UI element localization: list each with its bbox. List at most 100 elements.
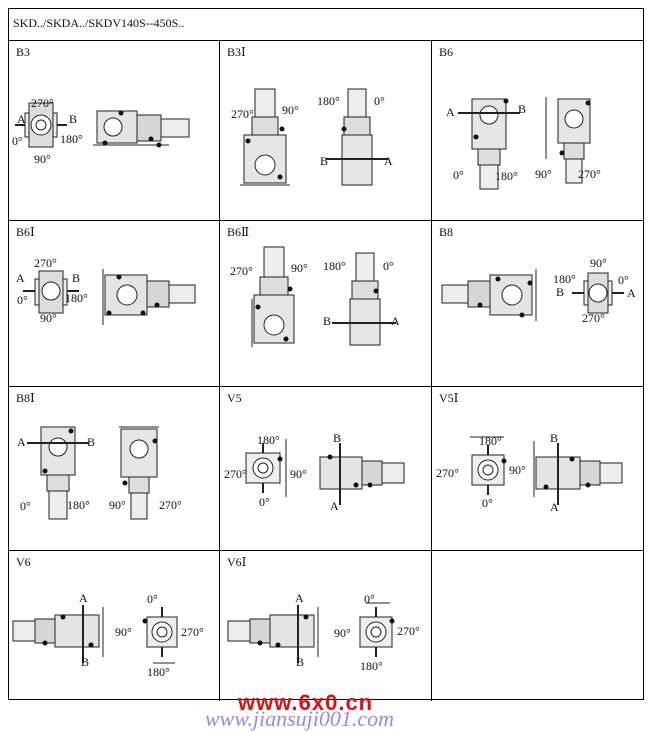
b6-ii-drawing xyxy=(251,246,396,347)
shaft-b-label: B xyxy=(296,655,305,669)
angle-0: 0° xyxy=(20,499,31,513)
angle-180: 180° xyxy=(553,272,576,286)
cell-b6-ii: B6Ⅱ 270° 90° 180° 0° B A xyxy=(220,221,432,387)
angle-180: 180° xyxy=(479,434,502,448)
cell-label: V5 xyxy=(227,391,242,405)
cell-label: B8 xyxy=(439,225,454,239)
v6-i-drawing xyxy=(227,602,395,663)
angle-180: 180° xyxy=(67,498,90,512)
angle-180: 180° xyxy=(495,169,518,183)
angle-180: 180° xyxy=(60,132,83,146)
shaft-a-label: A xyxy=(550,500,559,514)
angle-180: 180° xyxy=(323,259,346,273)
angle-180: 180° xyxy=(360,659,383,673)
b8-i-drawing xyxy=(27,426,159,520)
cell-label: B6Ⅰ xyxy=(16,225,35,239)
angle-0: 0° xyxy=(12,134,23,148)
angle-270: 270° xyxy=(34,256,57,270)
v5-drawing xyxy=(245,439,405,505)
angle-180: 180° xyxy=(317,94,340,108)
angle-90: 90° xyxy=(115,625,132,639)
angle-90: 90° xyxy=(509,463,526,477)
angle-270: 270° xyxy=(230,264,253,278)
shaft-a-label: A xyxy=(16,271,25,285)
angle-0: 0° xyxy=(383,259,394,273)
angle-0: 0° xyxy=(364,592,375,606)
cell-label: B6 xyxy=(439,45,454,59)
shaft-a-label: A xyxy=(391,314,400,328)
shaft-b-label: B xyxy=(69,112,78,126)
shaft-b-label: B xyxy=(72,271,81,285)
cell-b8-i: B8Ⅰ A B 0° 180° 90° 270° xyxy=(9,387,220,551)
angle-0: 0° xyxy=(453,168,464,182)
cell-b3: B3 270° A B 0° 180° 90° xyxy=(9,41,220,221)
angle-270: 270° xyxy=(582,311,605,325)
cell-label: B3Ⅰ xyxy=(227,45,246,59)
shaft-a-label: A xyxy=(627,286,636,300)
cell-label: B3 xyxy=(16,45,31,59)
shaft-a-label: A xyxy=(330,499,339,513)
angle-90: 90° xyxy=(535,167,552,181)
mounting-position-grid: B3 270° A B 0° 180° 90° B3Ⅰ xyxy=(8,40,644,701)
angle-0: 0° xyxy=(482,496,493,510)
angle-270: 270° xyxy=(31,96,54,110)
b6-i-drawing xyxy=(23,269,196,325)
angle-270: 270° xyxy=(436,466,459,480)
angle-90: 90° xyxy=(109,498,126,512)
cell-v5: V5 180° 270° 90° 0° B A xyxy=(220,387,432,551)
cell-b8: B8 90° 180° 0° B A 270° xyxy=(432,221,643,387)
shaft-a-label: A xyxy=(295,591,304,605)
shaft-b-label: B xyxy=(81,655,90,669)
angle-90: 90° xyxy=(334,626,351,640)
b3-i-drawing xyxy=(240,88,388,186)
cell-b6-i: B6Ⅰ 270° A B 0° 180° 90° xyxy=(9,221,220,387)
cell-label: B6Ⅱ xyxy=(227,225,250,239)
angle-0: 0° xyxy=(259,495,270,509)
cell-empty xyxy=(432,551,643,701)
shaft-b-label: B xyxy=(556,285,565,299)
angle-90: 90° xyxy=(282,103,299,117)
cell-b3-i: B3Ⅰ 270° 90° 180° 0° B A xyxy=(220,41,432,221)
angle-0: 0° xyxy=(17,293,28,307)
b8-drawing xyxy=(441,269,624,321)
shaft-b-label: B xyxy=(333,431,342,445)
shaft-a-label: A xyxy=(17,435,26,449)
shaft-b-label: B xyxy=(87,435,96,449)
cell-v5-i: V5Ⅰ 180° 270° 90° 0° B A xyxy=(432,387,643,551)
shaft-b-label: B xyxy=(320,154,329,168)
angle-90: 90° xyxy=(290,467,307,481)
cell-label: V6 xyxy=(16,555,31,569)
angle-0: 0° xyxy=(374,94,385,108)
cell-v6: V6 A B 0° 90° 270° 180° xyxy=(9,551,220,701)
watermark-line-2: www.jiansuji001.com xyxy=(205,706,395,731)
cell-v6-i: V6Ⅰ A B 0° 90° 270° 180° xyxy=(220,551,432,701)
shaft-a-label: A xyxy=(17,112,26,126)
angle-90: 90° xyxy=(590,256,607,270)
b3-drawing xyxy=(15,102,190,148)
b6-drawing xyxy=(458,97,591,190)
angle-270: 270° xyxy=(181,625,204,639)
v5-i-drawing xyxy=(470,436,623,505)
cell-label: V5Ⅰ xyxy=(439,391,459,405)
v6-drawing xyxy=(12,605,178,664)
shaft-b-label: B xyxy=(550,431,559,445)
angle-90: 90° xyxy=(291,261,308,275)
cell-label: V6Ⅰ xyxy=(227,555,247,569)
angle-270: 270° xyxy=(397,624,420,638)
shaft-a-label: A xyxy=(446,105,455,119)
diagram-header: SKD../SKDA../SKDV140S--450S.. xyxy=(8,8,644,40)
angle-90: 90° xyxy=(40,311,57,325)
angle-270: 270° xyxy=(578,167,601,181)
cell-label: B8Ⅰ xyxy=(16,391,35,405)
header-title: SKD../SKDA../SKDV140S--450S.. xyxy=(13,16,185,30)
shaft-b-label: B xyxy=(518,102,527,116)
angle-180: 180° xyxy=(257,433,280,447)
angle-270: 270° xyxy=(224,467,247,481)
cell-b6: B6 A B 0° 180° 90° 270° xyxy=(432,41,643,221)
angle-180: 180° xyxy=(147,665,170,679)
angle-0: 0° xyxy=(618,273,629,287)
shaft-b-label: B xyxy=(323,314,332,328)
angle-270: 270° xyxy=(159,498,182,512)
watermark-line-1: www.6x0.cn xyxy=(238,690,374,715)
angle-90: 90° xyxy=(34,152,51,166)
